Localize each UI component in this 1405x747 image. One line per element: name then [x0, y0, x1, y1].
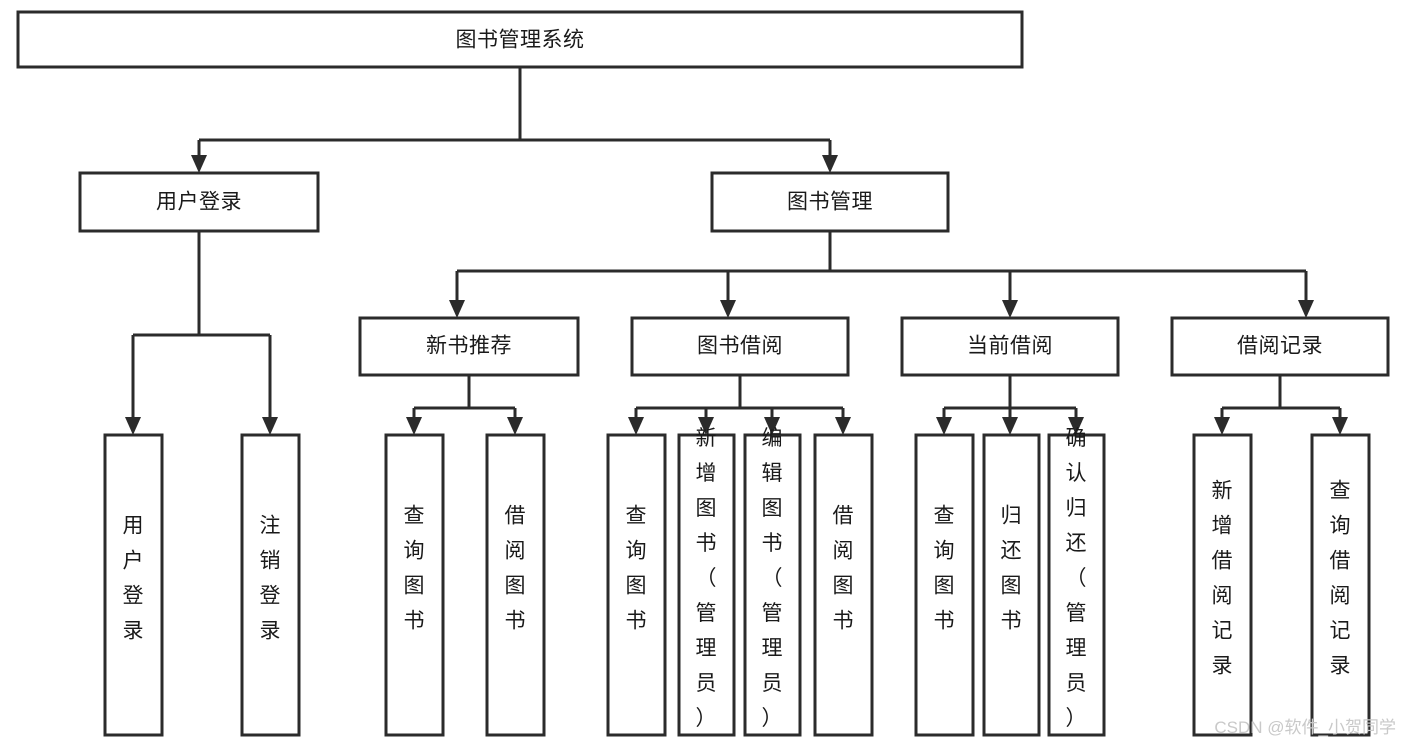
node-book-borrow-label: 图书借阅	[697, 335, 783, 358]
arrow-to-leaf-borrow-book-1-icon	[507, 417, 523, 435]
node-book-borrow[interactable]: 图书借阅	[630, 316, 850, 377]
node-current-borrow[interactable]: 当前借阅	[900, 316, 1120, 377]
node-user-login-label: 用户登录	[156, 191, 242, 214]
node-leaf-add-record[interactable]: 新增借阅记录	[1192, 433, 1253, 737]
arrow-to-leaf-user-login-icon	[125, 417, 141, 435]
node-leaf-query-book-1-label: 查询图书	[404, 505, 425, 633]
arrow-to-leaf-query-book-3-icon	[936, 417, 952, 435]
arrow-to-leaf-add-record-icon	[1214, 417, 1230, 435]
arrow-to-book-management-icon	[822, 155, 838, 173]
node-leaf-query-record-label: 查询借阅记录	[1330, 480, 1351, 678]
node-leaf-logout[interactable]: 注销登录	[240, 433, 301, 737]
node-leaf-borrow-book-1[interactable]: 借阅图书	[485, 433, 546, 737]
node-leaf-query-book-2-box[interactable]	[606, 433, 667, 737]
node-borrow-record-box[interactable]	[1170, 316, 1390, 377]
arrow-to-new-book-recommend-icon	[449, 300, 465, 318]
node-leaf-edit-book[interactable]: 编辑图书（管理员）	[743, 427, 802, 737]
node-leaf-borrow-book-2-box[interactable]	[813, 433, 874, 737]
node-new-book-recommend-label: 新书推荐	[426, 335, 512, 358]
arrow-to-leaf-logout-icon	[262, 417, 278, 435]
csdn-watermark: CSDN @软件_小贺同学	[1214, 718, 1396, 737]
node-current-borrow-box[interactable]	[900, 316, 1120, 377]
node-root-box[interactable]	[16, 10, 1024, 69]
node-leaf-borrow-book-2[interactable]: 借阅图书	[813, 433, 874, 737]
arrow-to-leaf-return-book-icon	[1002, 417, 1018, 435]
arrow-to-user-login-icon	[191, 155, 207, 173]
node-leaf-query-book-3-box[interactable]	[914, 433, 975, 737]
node-leaf-query-book-3-label: 查询图书	[934, 505, 955, 633]
node-leaf-logout-box[interactable]	[240, 433, 301, 737]
arrow-to-leaf-edit-book-icon	[764, 417, 780, 435]
node-root[interactable]: 图书管理系统	[16, 10, 1024, 69]
node-book-management-label: 图书管理	[787, 191, 873, 214]
node-leaf-query-record-box[interactable]	[1310, 433, 1371, 737]
node-leaf-edit-book-label: 编辑图书（管理员）	[762, 427, 783, 730]
arrow-to-leaf-query-book-1-icon	[406, 417, 422, 435]
node-user-login-box[interactable]	[78, 171, 320, 233]
node-current-borrow-label: 当前借阅	[967, 335, 1053, 358]
node-leaf-add-book[interactable]: 新增图书（管理员）	[677, 427, 736, 737]
node-leaf-add-book-label: 新增图书（管理员）	[696, 427, 717, 730]
node-leaf-add-book-box[interactable]	[677, 433, 736, 737]
node-leaf-query-book-3[interactable]: 查询图书	[914, 433, 975, 737]
node-leaf-query-book-1[interactable]: 查询图书	[384, 433, 445, 737]
node-book-borrow-box[interactable]	[630, 316, 850, 377]
arrow-to-borrow-record-icon	[1298, 300, 1314, 318]
node-leaf-query-book-1-box[interactable]	[384, 433, 445, 737]
node-leaf-confirm-return-box[interactable]	[1047, 433, 1106, 737]
node-book-management[interactable]: 图书管理	[710, 171, 950, 233]
node-leaf-query-record[interactable]: 查询借阅记录	[1310, 433, 1371, 737]
node-leaf-borrow-book-1-label: 借阅图书	[505, 505, 526, 633]
node-leaf-user-login-box[interactable]	[103, 433, 164, 737]
arrow-to-leaf-borrow-book-2-icon	[835, 417, 851, 435]
node-leaf-borrow-book-2-label: 借阅图书	[833, 505, 854, 633]
node-borrow-record-label: 借阅记录	[1237, 335, 1323, 358]
node-leaf-borrow-book-1-box[interactable]	[485, 433, 546, 737]
arrow-to-leaf-add-book-icon	[698, 417, 714, 435]
node-leaf-add-record-box[interactable]	[1192, 433, 1253, 737]
node-leaf-return-book-label: 归还图书	[1001, 505, 1022, 633]
arrow-to-book-borrow-icon	[720, 300, 736, 318]
node-leaf-logout-label: 注销登录	[260, 515, 281, 643]
node-new-book-recommend-box[interactable]	[358, 316, 580, 377]
node-leaf-query-book-2-label: 查询图书	[626, 505, 647, 633]
node-leaf-edit-book-box[interactable]	[743, 433, 802, 737]
arrow-to-leaf-query-book-2-icon	[628, 417, 644, 435]
node-book-management-box[interactable]	[710, 171, 950, 233]
node-user-login[interactable]: 用户登录	[78, 171, 320, 233]
node-leaf-confirm-return[interactable]: 确认归还（管理员）	[1047, 427, 1106, 737]
node-leaf-return-book-box[interactable]	[982, 433, 1041, 737]
node-leaf-user-login-label: 用户登录	[123, 515, 144, 643]
connector-layer	[125, 67, 1348, 435]
node-new-book-recommend[interactable]: 新书推荐	[358, 316, 580, 377]
node-root-label: 图书管理系统	[456, 29, 585, 52]
node-borrow-record[interactable]: 借阅记录	[1170, 316, 1390, 377]
node-leaf-query-book-2[interactable]: 查询图书	[606, 433, 667, 737]
arrow-to-current-borrow-icon	[1002, 300, 1018, 318]
node-leaf-user-login[interactable]: 用户登录	[103, 433, 164, 737]
node-leaf-return-book[interactable]: 归还图书	[982, 433, 1041, 737]
arrow-to-leaf-query-record-icon	[1332, 417, 1348, 435]
node-leaf-confirm-return-label: 确认归还（管理员）	[1066, 427, 1087, 730]
node-leaf-add-record-label: 新增借阅记录	[1212, 480, 1233, 678]
arrow-to-leaf-confirm-return-icon	[1068, 417, 1084, 435]
